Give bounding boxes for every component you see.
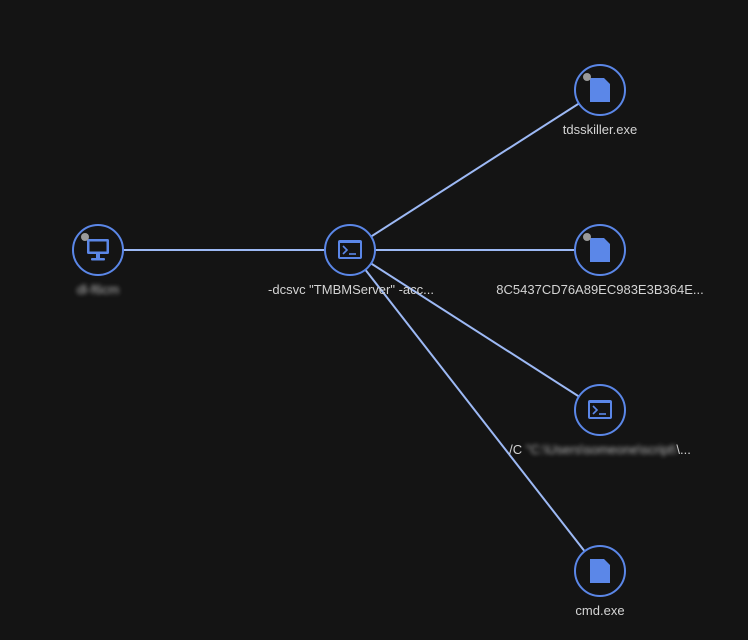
node-file-hash[interactable]	[574, 224, 626, 276]
process-cmd-label-suffix: \...	[676, 442, 691, 457]
file-tdsskiller-label: tdsskiller.exe	[562, 122, 638, 137]
file-cmd-label: cmd.exe	[575, 603, 625, 618]
device-label: dl-f6cm	[76, 282, 120, 297]
status-badge	[583, 233, 591, 241]
file-icon	[590, 559, 610, 583]
node-device[interactable]	[72, 224, 124, 276]
terminal-icon	[338, 240, 362, 259]
edge-process-cmd-process	[349, 249, 601, 411]
edge-process-tdsskiller	[349, 89, 601, 251]
node-process-main[interactable]	[324, 224, 376, 276]
status-badge	[583, 73, 591, 81]
node-file-tdsskiller[interactable]	[574, 64, 626, 116]
file-icon	[590, 78, 610, 102]
terminal-icon	[588, 400, 612, 419]
process-main-label: -dcsvc "TMBMServer" -acc...	[268, 282, 434, 297]
file-icon	[590, 238, 610, 262]
computer-icon	[87, 239, 109, 261]
node-process-cmd[interactable]	[574, 384, 626, 436]
process-cmd-label: /C "C:\Users\someone\script\\...	[509, 442, 691, 458]
edge-process-cmd-file	[349, 249, 601, 572]
edges	[98, 89, 601, 572]
status-badge	[81, 233, 89, 241]
node-file-cmd[interactable]	[574, 545, 626, 597]
file-hash-label: 8C5437CD76A89EC983E3B364E...	[496, 282, 704, 297]
process-cmd-label-prefix: /C	[509, 442, 526, 457]
process-cmd-label-redacted: "C:\Users\someone\script\	[525, 442, 677, 457]
